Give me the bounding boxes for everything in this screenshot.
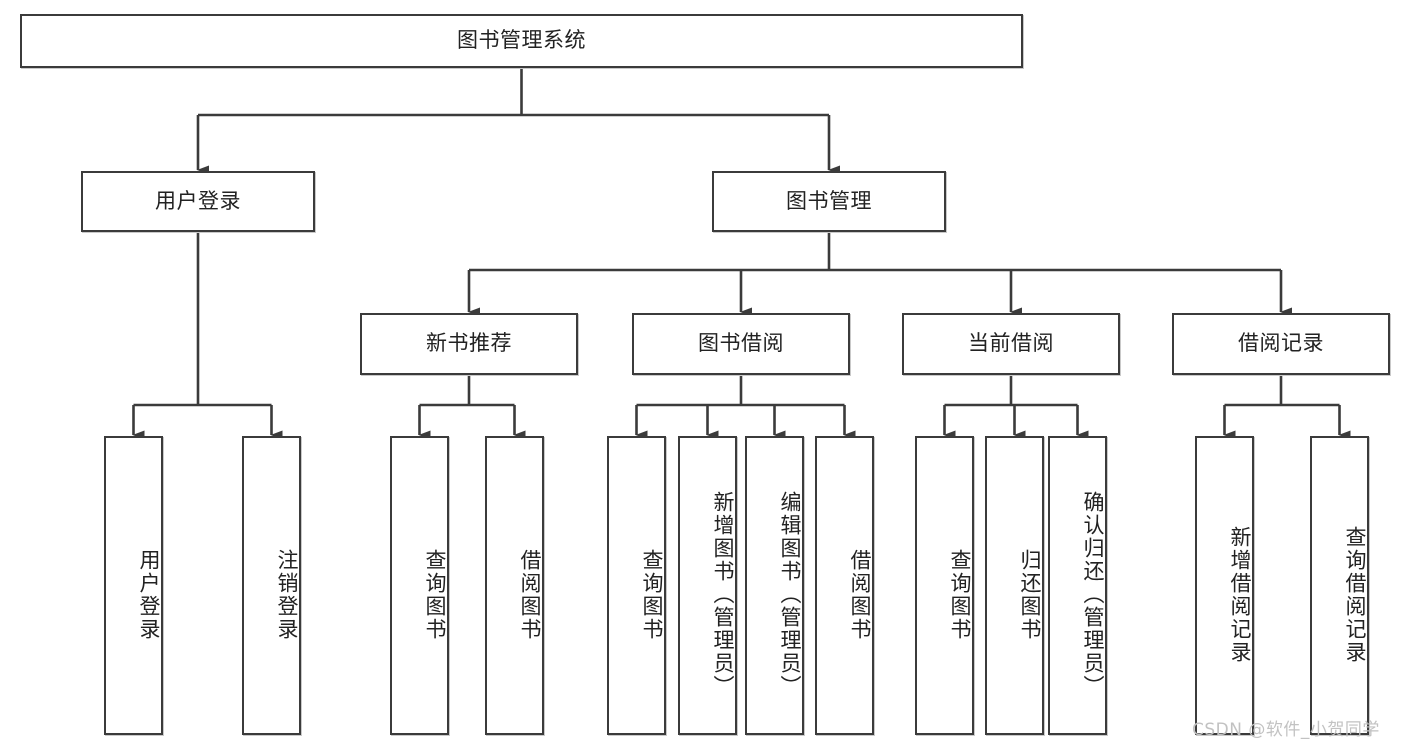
node-level3-0[interactable]: 新书推荐 (360, 313, 578, 375)
node-level3-1[interactable]: 图书借阅 (632, 313, 850, 375)
node-label: 新书推荐 (426, 331, 512, 356)
node-leaf-9[interactable]: 归还图书 (985, 436, 1044, 735)
node-leaf-4[interactable]: 查询图书 (607, 436, 666, 735)
node-label: 查询图书 (948, 548, 972, 641)
node-label: 确认归还（管理员） (1081, 491, 1105, 698)
node-label: 注销登录 (275, 548, 299, 641)
node-level2-0[interactable]: 用户登录 (81, 171, 315, 232)
node-label: 查询借阅记录 (1343, 525, 1367, 664)
node-label: 借阅记录 (1238, 331, 1324, 356)
node-level3-3[interactable]: 借阅记录 (1172, 313, 1390, 375)
node-leaf-1[interactable]: 注销登录 (242, 436, 301, 735)
node-label: 借阅图书 (848, 548, 872, 641)
node-level3-2[interactable]: 当前借阅 (902, 313, 1120, 375)
node-root[interactable]: 图书管理系统 (20, 14, 1023, 68)
node-leaf-0[interactable]: 用户登录 (104, 436, 163, 735)
node-label: 用户登录 (155, 188, 241, 213)
node-leaf-7[interactable]: 借阅图书 (815, 436, 874, 735)
node-label: 归还图书 (1018, 548, 1042, 641)
node-label: 新增借阅记录 (1228, 525, 1252, 664)
node-label: 用户登录 (137, 548, 161, 641)
node-level2-1[interactable]: 图书管理 (712, 171, 946, 232)
node-label: 图书管理系统 (457, 28, 586, 53)
node-leaf-6[interactable]: 编辑图书（管理员） (745, 436, 804, 735)
node-label: 图书借阅 (698, 331, 784, 356)
node-leaf-10[interactable]: 确认归还（管理员） (1048, 436, 1107, 735)
node-label: 查询图书 (423, 548, 447, 641)
node-label: 查询图书 (640, 548, 664, 641)
node-leaf-12[interactable]: 查询借阅记录 (1310, 436, 1369, 735)
node-leaf-11[interactable]: 新增借阅记录 (1195, 436, 1254, 735)
node-label: 编辑图书（管理员） (778, 491, 802, 698)
node-leaf-8[interactable]: 查询图书 (915, 436, 974, 735)
node-leaf-2[interactable]: 查询图书 (390, 436, 449, 735)
node-label: 当前借阅 (968, 331, 1054, 356)
node-label: 新增图书（管理员） (711, 491, 735, 698)
node-leaf-5[interactable]: 新增图书（管理员） (678, 436, 737, 735)
node-leaf-3[interactable]: 借阅图书 (485, 436, 544, 735)
csdn-watermark: CSDN @软件_小贺同学 (1192, 720, 1380, 740)
node-label: 借阅图书 (518, 548, 542, 641)
node-label: 图书管理 (786, 188, 872, 213)
